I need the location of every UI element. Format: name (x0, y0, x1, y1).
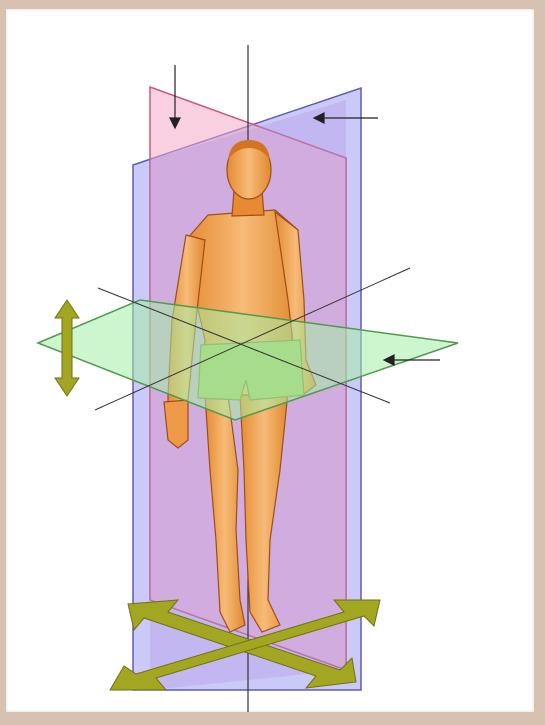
anatomical-planes-diagram (0, 0, 545, 725)
